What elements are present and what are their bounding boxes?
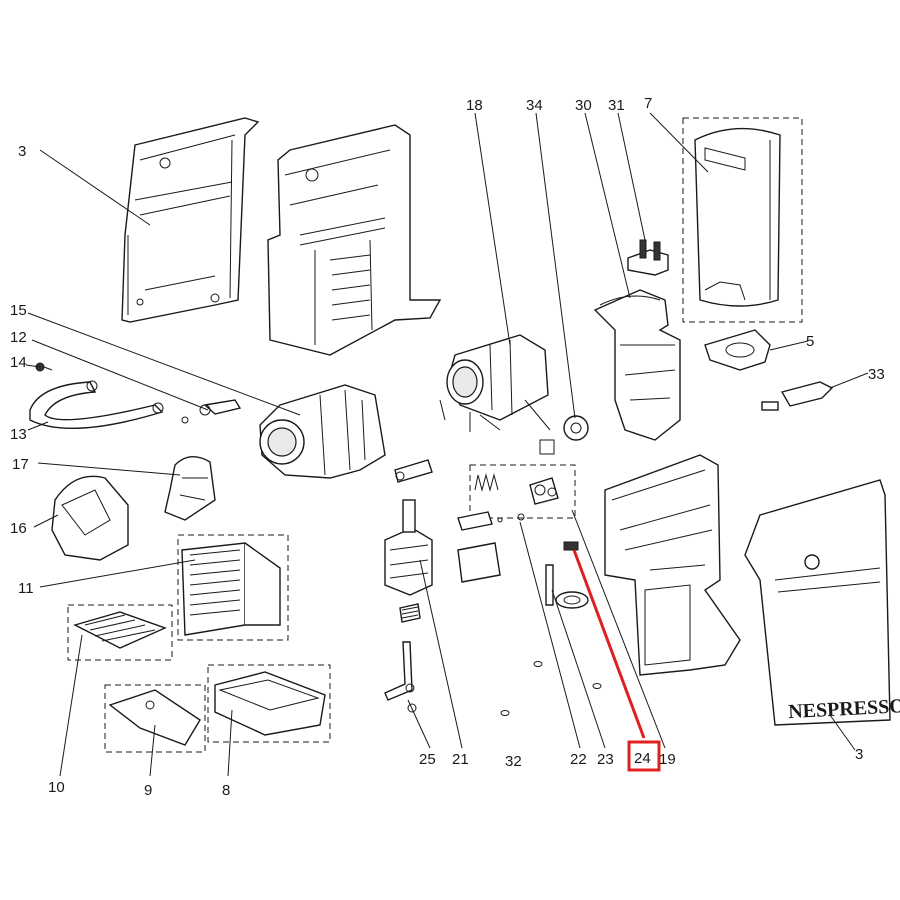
part-cup-support [104,684,206,753]
label-31: 31 [608,97,625,114]
label-16: 16 [10,520,27,537]
label-3-left: 3 [18,143,26,160]
part-water-tank [682,117,803,323]
label-34: 34 [526,97,543,114]
part-valve-group [457,464,576,531]
part-chassis-frame [267,124,442,356]
label-19: 19 [659,751,676,768]
part-knob-base [164,456,216,521]
part-flow-meter [563,415,589,441]
label-5: 5 [806,333,814,350]
label-30: 30 [575,97,592,114]
label-13: 13 [10,426,27,443]
label-9: 9 [144,782,152,799]
highlight-box [627,740,661,772]
label-24: 24 [634,750,651,767]
label-14: 14 [10,354,27,371]
label-33: 33 [868,366,885,383]
part-screw-12 [181,399,242,424]
part-motor-housing [259,384,386,479]
highlight-leader [572,549,646,739]
part-lever-handle [29,380,164,430]
part-seal-24 [563,541,579,551]
part-drip-plate [67,604,173,661]
label-15: 15 [10,302,27,319]
part-housing-right [604,454,741,676]
label-18: 18 [466,97,483,114]
part-labels: 3 15 12 14 13 17 16 11 10 9 8 25 21 32 2… [10,95,885,799]
part-nozzle-tube [545,564,589,609]
label-23: 23 [597,751,614,768]
label-32: 32 [505,753,522,770]
label-3-right: 3 [855,746,863,763]
part-power-plug [761,381,834,411]
label-21: 21 [452,751,469,768]
label-25: 25 [419,751,436,768]
leader-lines [25,112,869,777]
label-22: 22 [570,751,587,768]
part-front-cover: NESPRESSO [744,479,900,726]
label-8: 8 [222,782,230,799]
part-tank-lid [704,329,771,371]
part-pump [384,499,433,623]
part-back-panel-left [121,117,260,323]
label-12: 12 [10,329,27,346]
part-o-rings [500,661,602,716]
label-10: 10 [48,779,65,796]
label-7: 7 [644,95,652,112]
part-drip-tray [207,664,331,743]
part-brew-unit [593,239,681,441]
part-connector [394,459,433,483]
part-drip-grid [177,534,289,641]
label-17: 17 [12,456,29,473]
part-knob-cover [51,475,129,561]
part-filter-block [457,542,501,583]
part-tube [384,641,417,713]
part-thermoblock [439,334,555,455]
label-11: 11 [18,580,34,597]
